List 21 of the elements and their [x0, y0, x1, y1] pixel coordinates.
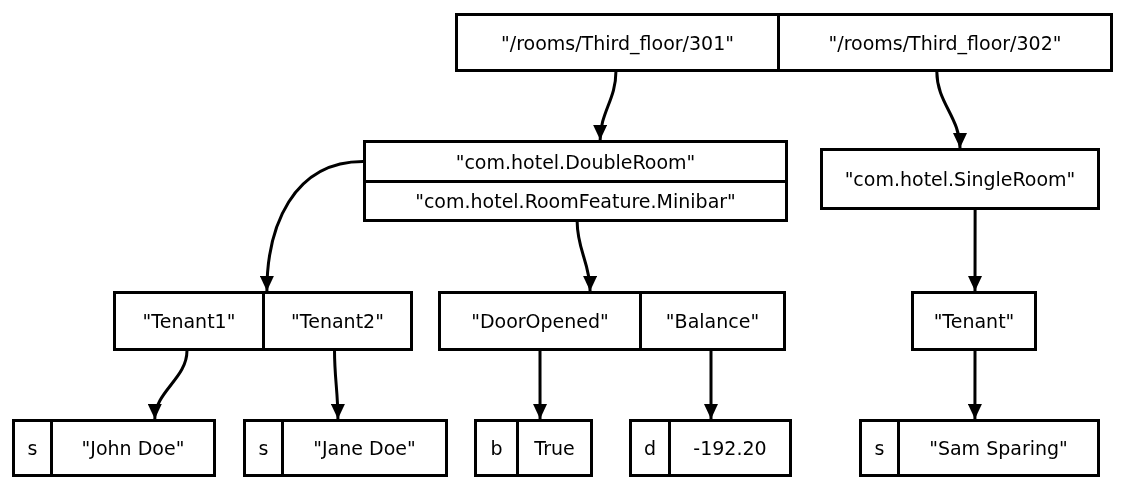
record-box [243, 419, 448, 477]
record-field: "Tenant" [911, 291, 1037, 351]
record-box [455, 13, 1113, 72]
arrow [330, 351, 345, 420]
record-box [859, 419, 1100, 477]
record-box [113, 291, 413, 351]
arrow [935, 71, 967, 149]
record-box [363, 140, 788, 222]
record-box [629, 419, 792, 477]
arrow [575, 221, 597, 292]
record-box [438, 291, 786, 351]
arrow [593, 71, 618, 141]
record-box [474, 419, 593, 477]
record-box [12, 419, 216, 477]
arrow [260, 160, 364, 292]
arrow [149, 350, 189, 420]
arrow [533, 351, 548, 419]
arrow [968, 210, 982, 291]
arrow [704, 351, 718, 419]
arrow [967, 351, 982, 419]
record-field: "com.hotel.SingleRoom" [820, 148, 1100, 210]
